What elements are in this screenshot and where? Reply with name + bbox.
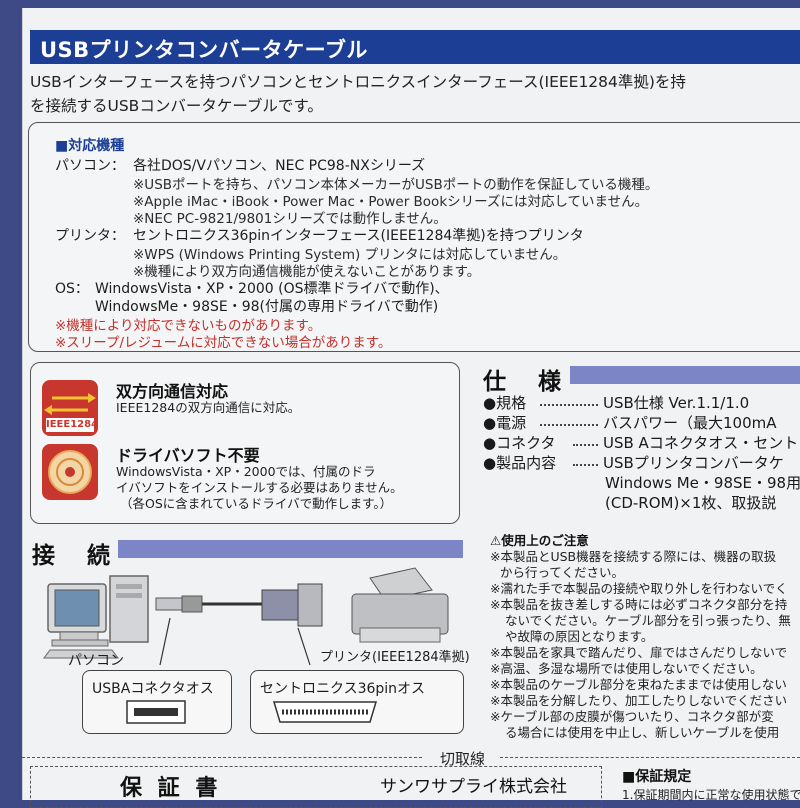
spec-label-3: ●コネクタ	[483, 434, 556, 452]
red-note-2: ※スリープ/レジュームに対応できない場合があります。	[55, 335, 392, 351]
company-name: サンワサプライ株式会社	[380, 777, 567, 797]
feature-1-title: 双方向通信対応	[116, 382, 229, 401]
pc-main: 各社DOS/Vパソコン、NEC PC98-NXシリーズ	[133, 158, 426, 174]
printer-caption: プリンタ(IEEE1284準拠)	[320, 650, 470, 665]
spec-extra-1: Windows Me・98SE・98用	[605, 474, 800, 492]
policy-line-1: 1.保証期間内に正常な使用状態で	[622, 788, 800, 802]
spec-label-1: ●規格	[483, 394, 527, 412]
centronics-port-icon	[272, 701, 378, 723]
cd-icon	[42, 444, 98, 500]
caution-line-7: ※本製品を家具で踏んだり、扉ではさんだりしないで	[490, 645, 788, 660]
pc-note-2: ※Apple iMac・iBook・Power Mac・Power Bookシリ…	[133, 194, 649, 210]
intro-line-2: を接続するUSBコンバータケーブルです。	[30, 97, 323, 115]
caution-line-5: ないでください。ケーブル部分を引っ張ったり、無	[505, 613, 791, 628]
pc-label: パソコン：	[55, 158, 125, 174]
spec-leader-1	[540, 404, 598, 406]
cut-line-left	[22, 757, 422, 758]
spec-value-2: バスパワー（最大100mA	[603, 414, 777, 432]
cut-line-label: 切取線	[440, 750, 486, 768]
pc-note-3: ※NEC PC-9821/9801シリーズでは動作しません。	[133, 211, 447, 227]
feature-2-title: ドライバソフト不要	[116, 446, 260, 465]
page-title: USBプリンタコンバータケーブル	[40, 38, 368, 62]
spec-label-2: ●電源	[483, 414, 527, 432]
spec-heading: 仕 様	[483, 369, 574, 395]
printer-label: プリンタ：	[55, 228, 125, 244]
usb-connector-label: USBAコネクタオス	[92, 681, 214, 697]
compat-box	[28, 122, 800, 352]
feature-1-desc: IEEE1284の双方向通信に対応。	[116, 400, 301, 415]
spec-leader-4	[573, 464, 598, 466]
feature-2-desc-1: WindowsVista・XP・2000では、付属のドラ	[116, 464, 376, 479]
os-label: OS：	[55, 281, 89, 297]
caution-line-8: ※高温、多湿な場所では使用しないでください。	[490, 661, 763, 676]
printer-note-1: ※WPS (Windows Printing System) プリンタには対応し…	[133, 247, 567, 263]
intro-line-1: USBインターフェースを持つパソコンとセントロニクスインターフェース(IEEE1…	[30, 73, 686, 91]
connection-diagram	[43, 567, 449, 666]
caution-heading: ⚠使用上のご注意	[490, 533, 589, 548]
caution-line-10: ※本製品を分解したり、加工したりしないでください	[490, 693, 788, 708]
spec-value-4: USBプリンタコンバータケ	[603, 454, 784, 472]
caution-line-1: ※本製品とUSB機器を接続する際には、機器の取扱	[490, 549, 777, 564]
printer-main: セントロニクス36pinインターフェース(IEEE1284準拠)を持つプリンタ	[133, 228, 584, 244]
spec-value-1: USB仕様 Ver.1.1/1.0	[603, 394, 750, 412]
spec-heading-bar	[570, 366, 800, 384]
bidirectional-icon: IEEE1284	[42, 380, 98, 436]
spec-leader-3	[573, 444, 598, 446]
caution-line-4: ※本製品を抜き差しする時には必ずコネクタ部分を持	[490, 597, 788, 612]
red-note-1: ※機種により対応できないものがあります。	[55, 318, 322, 334]
printer-note-2: ※機種により双方向通信機能が使えないことがあります。	[133, 264, 481, 280]
caution-line-2: から行ってください。	[500, 565, 625, 580]
connection-heading: 接 続	[32, 543, 123, 569]
pc-note-1: ※USBポートを持ち、パソコン本体メーカーがUSBポートの動作を保証している機種…	[133, 177, 659, 193]
features-box	[30, 362, 460, 524]
feature-2-desc-3: （各OSに含まれているドライバで動作します。）	[120, 496, 393, 511]
cut-line-right	[500, 757, 800, 758]
caution-line-6: や故障の原因となります。	[505, 629, 654, 644]
caution-line-9: ※本製品のケーブル部分を束ねたままでは使用しない	[490, 677, 787, 692]
policy-heading: ■保証規定	[622, 769, 692, 785]
caution-line-12: る場合には使用を中止し、新しいケーブルを使用	[505, 725, 780, 740]
title-bar: USBプリンタコンバータケーブル	[30, 30, 800, 64]
pc-caption: パソコン	[68, 653, 124, 669]
spec-value-3: USB Aコネクタオス・セントロニ	[603, 434, 800, 452]
usb-port-icon	[126, 700, 186, 724]
spec-leader-2	[540, 424, 598, 426]
compat-heading: ■対応機種	[55, 138, 125, 154]
caution-line-11: ※ケーブル部の皮膜が傷ついたり、コネクタ部が変	[490, 709, 774, 724]
spec-label-4: ●製品内容	[483, 454, 557, 472]
spec-extra-2: (CD-ROM)×1枚、取扱説	[605, 494, 777, 512]
feature-2-desc-2: イバソフトをインストールする必要はありません。	[116, 480, 403, 495]
warranty-title: 保 証 書	[120, 776, 222, 801]
connection-heading-bar	[118, 540, 463, 558]
os-line-1: WindowsVista・XP・2000 (OS標準ドライバで動作)、	[95, 281, 449, 297]
centronics-connector-label: セントロニクス36pinオス	[260, 681, 426, 697]
caution-line-3: ※濡れた手で本製品の接続や取り外しを行わないでく	[490, 581, 788, 596]
os-line-2: WindowsMe・98SE・98(付属の専用ドライバで動作)	[95, 299, 439, 315]
ieee1284-icon-label: IEEE1284	[46, 419, 99, 430]
